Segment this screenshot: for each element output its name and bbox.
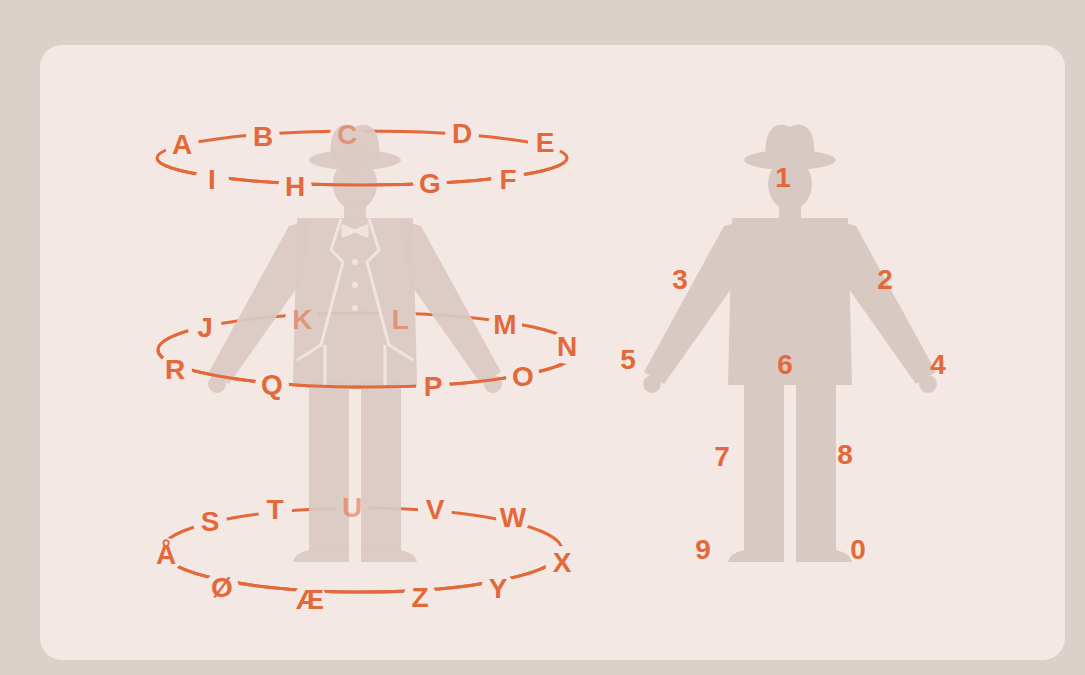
letter-label: Y (489, 575, 508, 603)
letter-label: G (419, 170, 441, 198)
letter-label: R (165, 356, 185, 384)
letter-label: Ø (211, 574, 233, 602)
callout-number: 2 (877, 266, 893, 294)
letter-label: O (512, 363, 534, 391)
letter-label: L (391, 306, 408, 334)
callout-number: 5 (620, 346, 636, 374)
callout-number: 0 (850, 536, 866, 564)
letter-label: A (172, 131, 192, 159)
letter-label: B (253, 123, 273, 151)
trouser-line (325, 345, 385, 385)
letter-label: F (499, 166, 516, 194)
letter-label: U (342, 494, 362, 522)
figure-left (208, 125, 502, 562)
ring-front (157, 158, 578, 592)
letter-label: D (452, 120, 472, 148)
callout-number: 1 (775, 164, 791, 192)
figure-right (643, 125, 937, 562)
letter-label: X (553, 549, 572, 577)
letter-label: S (201, 508, 220, 536)
letter-label: H (285, 173, 305, 201)
callout-number: 7 (714, 443, 730, 471)
letter-label: C (337, 121, 357, 149)
letter-label: M (493, 311, 516, 339)
letter-label: Å (156, 541, 176, 569)
letter-label: V (426, 496, 445, 524)
callout-number: 4 (930, 351, 946, 379)
button (352, 259, 358, 265)
letter-label: E (536, 129, 555, 157)
letter-label: W (500, 504, 526, 532)
letter-label: N (557, 333, 577, 361)
callout-number: 9 (695, 536, 711, 564)
letter-label: Æ (296, 586, 324, 614)
letter-label: I (208, 166, 216, 194)
lapel-right (367, 219, 413, 360)
letter-label: Z (411, 584, 428, 612)
callout-number: 6 (777, 351, 793, 379)
letter-label: T (266, 496, 283, 524)
letter-label: K (292, 306, 312, 334)
panel (40, 45, 1065, 660)
letter-label: J (197, 314, 213, 342)
letter-label: P (424, 373, 443, 401)
callout-number: 3 (672, 266, 688, 294)
lapel-left (297, 219, 343, 360)
button (352, 282, 358, 288)
jacket-details (297, 219, 413, 385)
letter-label: Q (261, 371, 283, 399)
bow-tie (343, 226, 367, 236)
callout-number: 8 (837, 441, 853, 469)
button (352, 305, 358, 311)
